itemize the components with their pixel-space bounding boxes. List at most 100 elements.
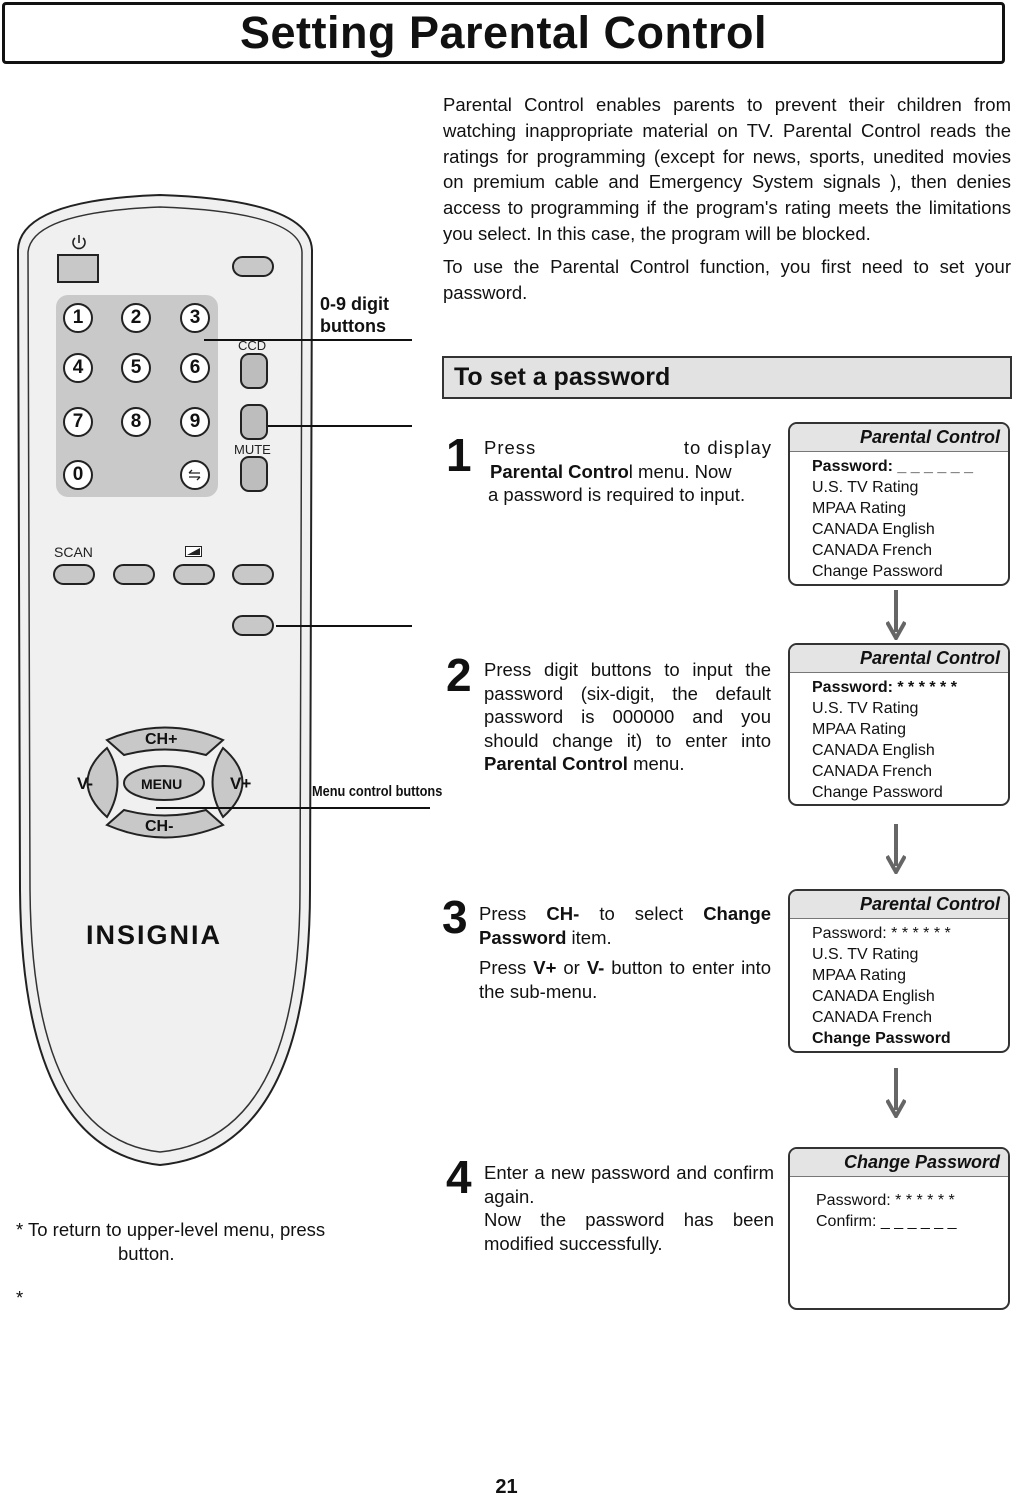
footer-note-asterisk: * (16, 1287, 24, 1308)
step-2-number: 2 (446, 649, 472, 701)
remote-outline (16, 193, 314, 1167)
menu-2-canada-french: CANADA French (812, 763, 933, 780)
remote-control: 1 2 3 4 5 6 7 8 9 0 CCD MUTE SCAN CH+ CH… (10, 190, 318, 1190)
ccd-label: CCD (238, 338, 267, 353)
menu-1-change-password: Change Password (812, 563, 943, 580)
scan-button[interactable] (53, 564, 95, 585)
ch-minus-button[interactable]: CH- (145, 818, 174, 835)
step-2-text: Press digit buttons to input the passwor… (484, 658, 771, 776)
menu-4-title: Change Password (790, 1149, 1008, 1177)
step-2-parental-control: Parental Control (484, 753, 628, 774)
change-password-menu: Change Password Password: * * * * * * Co… (788, 1147, 1010, 1310)
digit-buttons-callout: 0-9 digit buttons (320, 293, 389, 337)
footer-note-line-2: button. (118, 1243, 175, 1264)
menu-3-canada-french: CANADA French (812, 1009, 933, 1026)
mute-label: MUTE (234, 442, 271, 457)
step-3-item: item. (571, 926, 612, 948)
menu-1-canada-french: CANADA French (812, 542, 933, 559)
digit-6-button[interactable]: 6 (180, 353, 210, 383)
step-3-change-password: Change Password (479, 903, 772, 948)
parental-control-menu-2: Parental Control Password: * * * * * * U… (788, 643, 1010, 806)
menu-1-canada-english: CANADA English (812, 521, 935, 538)
step-1-l: l (628, 460, 633, 482)
menu-3-mpaa-rating: MPAA Rating (812, 967, 906, 984)
step-4-number: 4 (446, 1151, 472, 1203)
top-right-button[interactable] (232, 256, 274, 277)
step-4-text: Enter a new password and confirm again. … (484, 1161, 774, 1255)
recall-icon (188, 469, 201, 481)
step-2-body: Press digit buttons to input the passwor… (484, 659, 771, 751)
step-4-line-2: Now the password has been modified succe… (484, 1209, 774, 1254)
picture-mode-icon (185, 546, 202, 557)
menu-3-us-tv-rating: U.S. TV Rating (812, 946, 919, 963)
vol-up-side-button[interactable] (240, 404, 268, 440)
title-box: Setting Parental Control (2, 2, 1005, 64)
step-1-to-display: to display (683, 437, 772, 458)
ccd-button[interactable] (240, 353, 268, 389)
menu-button[interactable]: MENU (141, 776, 183, 792)
menu-4-password-row: Password: * * * * * * (816, 1192, 955, 1209)
intro-paragraph-1: Parental Control enables parents to prev… (443, 94, 1011, 244)
menu-1-password-row: Password: _ _ _ _ _ _ (812, 458, 973, 475)
step-1-menu-now: menu. Now (638, 460, 732, 482)
exit-callout-line (276, 625, 412, 627)
digit-callout-line (204, 339, 412, 341)
menu-2-password-row: Password: * * * * * * (812, 679, 957, 696)
arrow-down-icon (886, 824, 906, 874)
step-1-password-required: a password is required to input. (488, 484, 746, 505)
digit-2-button[interactable]: 2 (121, 303, 151, 333)
ch-plus-button[interactable]: CH+ (145, 731, 178, 748)
footer-note-line-1: * To return to upper-level menu, press (16, 1219, 326, 1240)
recall-button[interactable] (180, 460, 210, 490)
menu-control-callout: Menu control buttons (312, 783, 443, 800)
page-number: 21 (495, 1476, 518, 1498)
menu-2-mpaa-rating: MPAA Rating (812, 721, 906, 738)
menu-1-mpaa-rating: MPAA Rating (812, 500, 906, 517)
scan-label: SCAN (54, 544, 93, 560)
menu-2-title: Parental Control (790, 645, 1008, 673)
brand-logo: INSIGNIA (86, 920, 223, 950)
function-button-2[interactable] (113, 564, 155, 585)
function-button-4[interactable] (232, 564, 274, 585)
digit-1-button[interactable]: 1 (63, 303, 93, 333)
step-1-press: Press (484, 437, 537, 458)
menu-3-password-row: Password: * * * * * * (812, 925, 951, 942)
step-3-number: 3 (442, 891, 468, 943)
step-3-text: Press CH- to select Change Password item… (479, 902, 771, 1010)
mute-button[interactable] (240, 456, 268, 492)
step-1-number: 1 (446, 429, 472, 481)
menu-2-change-password: Change Password (812, 784, 943, 801)
menu-callout-line (156, 807, 430, 809)
step-1-text: Press to display Parental Control menu. … (484, 436, 772, 507)
step-2-menu: menu. (633, 753, 685, 774)
mute-callout-line (268, 425, 412, 427)
digit-9-button[interactable]: 9 (180, 407, 210, 437)
arrow-down-icon (886, 1068, 906, 1118)
menu-2-us-tv-rating: U.S. TV Rating (812, 700, 919, 717)
navigation-cluster (86, 726, 244, 839)
v-plus-button[interactable]: V+ (230, 774, 252, 793)
digit-callout-line-1: 0-9 digit (320, 294, 390, 314)
digit-7-button[interactable]: 7 (63, 407, 93, 437)
v-minus-button[interactable]: V- (77, 774, 94, 793)
menu-3-change-password-selected: Change Password (812, 1030, 951, 1047)
picture-mode-button[interactable] (173, 564, 215, 585)
digit-8-button[interactable]: 8 (121, 407, 151, 437)
exit-button[interactable] (232, 615, 274, 636)
power-icon (72, 235, 86, 250)
step-3-or: or (563, 957, 580, 978)
digit-4-button[interactable]: 4 (63, 353, 93, 383)
menu-1-us-tv-rating: U.S. TV Rating (812, 479, 919, 496)
menu-1-title: Parental Control (790, 424, 1008, 452)
menu-4-confirm-row: Confirm: _ _ _ _ _ _ (816, 1213, 957, 1230)
intro-text: Parental Control enables parents to prev… (443, 92, 1011, 312)
step-3-to-select: to select (599, 903, 684, 924)
digit-5-button[interactable]: 5 (121, 353, 151, 383)
step-3-press: Press (479, 903, 527, 924)
step-4-line-1: Enter a new password and confirm again. (484, 1162, 774, 1207)
digit-0-button[interactable]: 0 (63, 460, 93, 490)
arrow-down-icon (886, 590, 906, 640)
digit-3-button[interactable]: 3 (180, 303, 210, 333)
menu-3-title: Parental Control (790, 891, 1008, 919)
menu-2-canada-english: CANADA English (812, 742, 935, 759)
